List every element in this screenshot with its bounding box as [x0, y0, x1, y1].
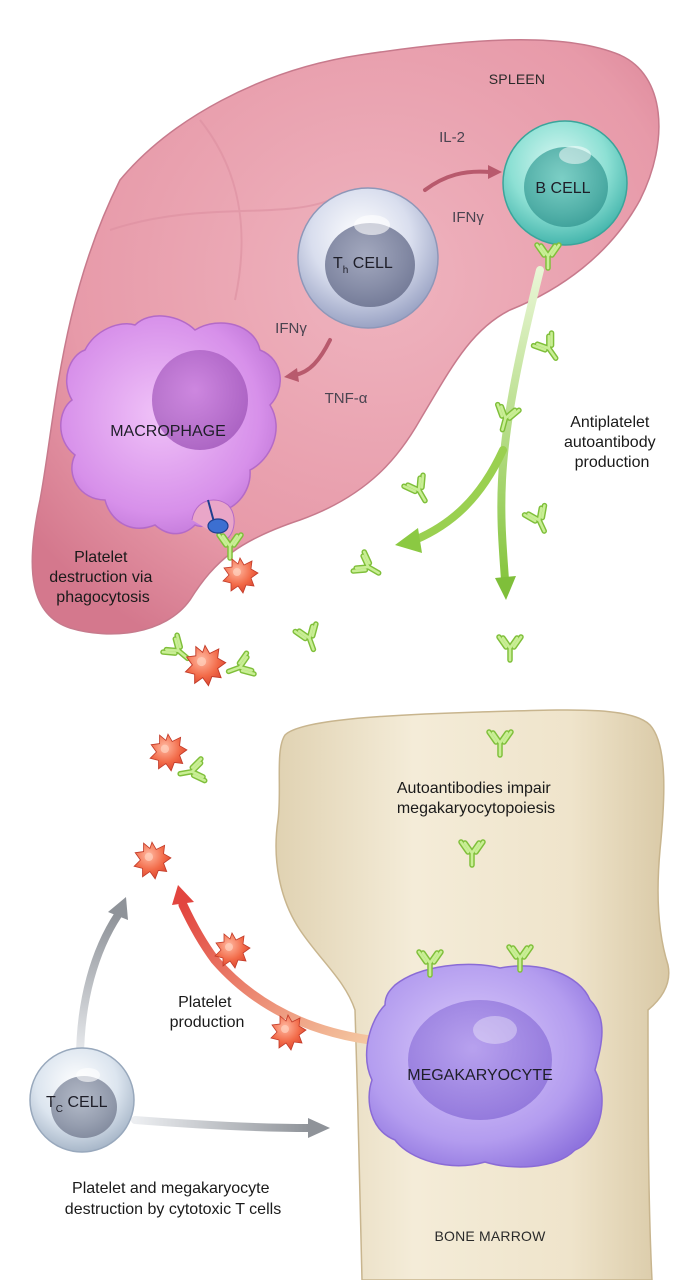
tc-cell-label: TC CELL [46, 1094, 108, 1115]
antibody [492, 405, 519, 433]
il2-label: IL-2 [439, 129, 465, 146]
antiplatelet-caption: Antiplatelet autoantibody production [564, 414, 660, 471]
phagocytosis-caption: Platelet destruction via phagocytosis [49, 549, 157, 606]
antibody-stream-left-arrowhead [395, 528, 422, 553]
antibody [225, 653, 254, 682]
fc-receptor-icon [207, 499, 229, 534]
antibody [534, 333, 565, 364]
th-cell: Th CELL [297, 187, 439, 329]
platelet [133, 841, 172, 880]
impair-caption: Autoantibodies impair megakaryocytopoies… [397, 780, 555, 817]
megakaryocyte: MEGAKARYOCYTE [365, 963, 603, 1168]
antibody-stream-down-arrowhead [495, 576, 516, 600]
il2-arrowhead [488, 165, 502, 179]
ifng-tnfa-arrow [293, 338, 332, 377]
macrophage: MACROPHAGE [60, 315, 281, 541]
ifng-macrophage-label: IFNγ [275, 320, 307, 337]
tc-to-megakaryocyte-arrow [131, 1116, 314, 1132]
ifng-tnfa-arrowhead [284, 368, 299, 382]
antibody [499, 637, 521, 660]
antibody [525, 506, 555, 536]
b-cell-label: B CELL [535, 180, 590, 197]
antibody [404, 475, 435, 506]
b-cell: B CELL [502, 120, 628, 246]
megakaryocyte-label: MEGAKARYOCYTE [407, 1067, 553, 1084]
tc-cell: TC CELL [29, 1047, 135, 1153]
cytokine-labels: IL-2 IFNγ IFNγ TNF-α [275, 129, 484, 407]
tc-to-platelet-arrowhead [108, 897, 128, 920]
platelet-production-arrow [178, 900, 375, 1045]
antibody [353, 552, 384, 583]
platelet-production-arrowhead [172, 885, 194, 905]
antibody-stream-down-arrow [497, 266, 544, 584]
production-caption: Platelet production [170, 994, 245, 1031]
platelet [149, 733, 188, 772]
tnfa-label: TNF-α [325, 390, 368, 407]
platelet [222, 557, 259, 594]
tc-to-platelet-arrow [76, 911, 122, 1064]
macrophage-label: MACROPHAGE [110, 423, 226, 440]
antibody-stream-left-arrow [411, 446, 507, 544]
antibody [295, 624, 324, 653]
tc-to-megakaryocyte-arrowhead [308, 1118, 330, 1138]
cytotoxic-caption: Platelet and megakaryocyte destruction b… [65, 1180, 281, 1218]
captions: Antiplatelet autoantibody production Pla… [49, 414, 660, 1218]
arrows [76, 165, 544, 1138]
platelet [184, 644, 227, 687]
th-cell-label: Th CELL [333, 255, 393, 276]
spleen-label: SPLEEN [489, 71, 545, 87]
ifng-b-label: IFNγ [452, 209, 484, 226]
bone-marrow-label: BONE MARROW [434, 1228, 546, 1244]
il2-arrow [423, 169, 492, 192]
